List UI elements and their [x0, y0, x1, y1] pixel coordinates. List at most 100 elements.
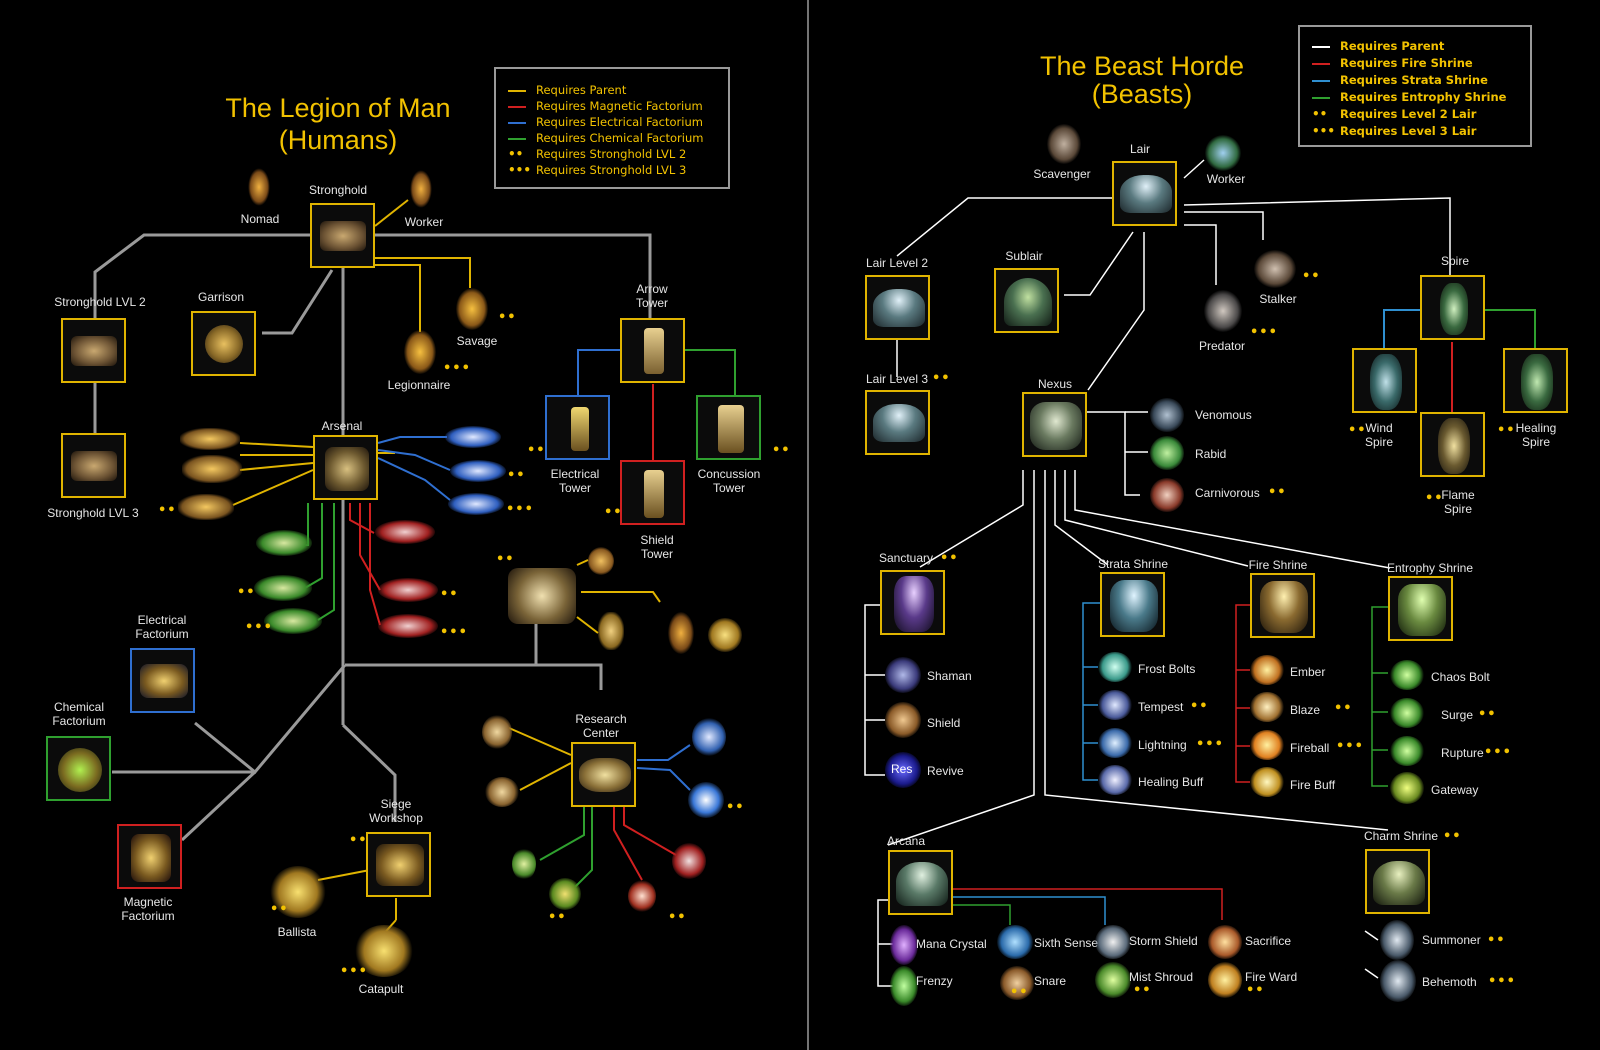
- strata-shrine-node[interactable]: [1100, 572, 1165, 637]
- torch-research-icon[interactable]: [692, 718, 726, 756]
- lair3-icon: [873, 404, 925, 442]
- frost-bolts-icon[interactable]: [1098, 652, 1132, 682]
- lightning-icon[interactable]: [1098, 728, 1132, 758]
- predator-icon[interactable]: [1204, 290, 1242, 332]
- magnet-device-icon[interactable]: [672, 843, 706, 879]
- armory-building-icon[interactable]: [508, 568, 576, 624]
- scroll-upgrade-icon[interactable]: [482, 715, 512, 749]
- rupture-icon[interactable]: [1390, 736, 1424, 766]
- blaze-icon[interactable]: [1250, 692, 1284, 722]
- arsenal-node[interactable]: [313, 435, 378, 500]
- entrophy-shrine-node[interactable]: [1388, 576, 1453, 641]
- behemoth-icon[interactable]: [1380, 960, 1416, 1002]
- red-potion-icon[interactable]: [628, 880, 656, 912]
- magnetic-weapon-1-icon[interactable]: [375, 520, 435, 544]
- stalker-icon[interactable]: [1254, 250, 1296, 288]
- book-upgrade-icon[interactable]: [485, 777, 519, 807]
- arcana-icon: [896, 862, 948, 906]
- revive-icon[interactable]: [885, 752, 921, 788]
- garrison-node[interactable]: [191, 311, 256, 376]
- arcana-node[interactable]: [888, 850, 953, 915]
- ember-icon[interactable]: [1250, 655, 1284, 685]
- lair3-node[interactable]: [865, 390, 930, 455]
- sacrifice-label: Sacrifice: [1245, 934, 1292, 948]
- surge-icon[interactable]: [1390, 698, 1424, 728]
- concussion-tower-icon: [718, 405, 744, 453]
- concussion-tower-node[interactable]: [696, 395, 761, 460]
- summoner-icon[interactable]: [1380, 920, 1414, 960]
- tempest-icon[interactable]: [1098, 690, 1132, 720]
- frenzy-icon[interactable]: [890, 966, 918, 1006]
- hero-unit-icon[interactable]: [668, 612, 694, 654]
- legend-row-parent: Requires Parent: [1312, 39, 1444, 55]
- fire-ward-icon[interactable]: [1208, 962, 1242, 998]
- electrical-factorium-node[interactable]: [130, 648, 195, 713]
- sacrifice-icon[interactable]: [1208, 925, 1242, 959]
- sixth-sense-icon[interactable]: [997, 925, 1033, 959]
- worker-icon[interactable]: [410, 170, 432, 208]
- catapult-icon[interactable]: [354, 925, 414, 977]
- electric-weapon-3-icon[interactable]: [448, 493, 504, 515]
- arrow-tower-node[interactable]: [620, 318, 685, 383]
- charm-shrine-node[interactable]: [1365, 849, 1430, 914]
- magnetic-weapon-3-icon[interactable]: [378, 614, 438, 638]
- healing-spire-node[interactable]: [1503, 348, 1568, 413]
- stronghold3-node[interactable]: [61, 433, 126, 498]
- lightning-orb-icon[interactable]: [688, 782, 724, 818]
- electric-weapon-2-icon[interactable]: [450, 460, 506, 482]
- fire-buff-icon[interactable]: [1250, 767, 1284, 797]
- siege-workshop-node[interactable]: [366, 832, 431, 897]
- flame-spire-node[interactable]: [1420, 412, 1485, 477]
- fireball-icon[interactable]: [1250, 730, 1284, 760]
- storm-shield-icon[interactable]: [1095, 925, 1131, 959]
- magnetic-weapon-2-icon[interactable]: [378, 578, 438, 602]
- venomous-icon[interactable]: [1150, 398, 1184, 432]
- mana-crystal-icon[interactable]: [890, 925, 918, 965]
- beast-worker-icon[interactable]: [1205, 135, 1241, 171]
- electric-weapon-1-icon[interactable]: [445, 426, 501, 448]
- potion-icon[interactable]: [588, 547, 614, 575]
- poison-flask-icon[interactable]: [549, 878, 581, 910]
- nexus-node[interactable]: [1022, 392, 1087, 457]
- gateway-icon[interactable]: [1390, 772, 1424, 804]
- scavenger-icon[interactable]: [1047, 124, 1081, 164]
- magnetic-factorium-node[interactable]: [117, 824, 182, 889]
- savage-icon[interactable]: [456, 288, 488, 330]
- stronghold2-node[interactable]: [61, 318, 126, 383]
- rabid-icon[interactable]: [1150, 436, 1184, 470]
- armor-upgrade-icon[interactable]: [598, 612, 624, 650]
- legionnaire-icon[interactable]: [404, 330, 436, 374]
- chemical-weapon-1-icon[interactable]: [256, 530, 312, 556]
- chemical-weapon-3-icon[interactable]: [264, 608, 322, 634]
- sublair-node[interactable]: [994, 268, 1059, 333]
- lair-node[interactable]: [1112, 161, 1177, 226]
- chaos-bolt-icon[interactable]: [1390, 660, 1424, 690]
- stronghold-node[interactable]: [310, 203, 375, 268]
- spire-node[interactable]: [1420, 275, 1485, 340]
- lair2-node[interactable]: [865, 275, 930, 340]
- green-vial-icon[interactable]: [512, 848, 536, 880]
- shield-tower-node[interactable]: [620, 460, 685, 525]
- sword-upgrade-icon[interactable]: [180, 428, 240, 450]
- nomad-icon[interactable]: [248, 168, 270, 206]
- shaman-icon[interactable]: [885, 657, 921, 693]
- bow-upgrade-icon[interactable]: [178, 494, 234, 520]
- carnivorous-icon[interactable]: [1150, 478, 1184, 512]
- wind-spire-node[interactable]: [1352, 348, 1417, 413]
- stronghold2-label: Stronghold LVL 2: [54, 295, 146, 309]
- fire-shrine-node[interactable]: [1250, 573, 1315, 638]
- snare-dots: ••: [1010, 985, 1029, 1000]
- mist-shroud-icon[interactable]: [1095, 962, 1131, 998]
- ballista-icon[interactable]: [270, 866, 326, 918]
- snare-icon[interactable]: [1000, 966, 1034, 1000]
- chemical-factorium-node[interactable]: [46, 736, 111, 801]
- rabid-label: Rabid: [1195, 447, 1227, 461]
- healing-buff-icon[interactable]: [1098, 765, 1132, 795]
- beast-shield-icon[interactable]: [885, 702, 921, 738]
- hand-upgrade-icon[interactable]: [708, 618, 742, 652]
- research-center-node[interactable]: [571, 742, 636, 807]
- sanctuary-node[interactable]: [880, 570, 945, 635]
- electrical-tower-node[interactable]: [545, 395, 610, 460]
- chemical-weapon-2-icon[interactable]: [254, 575, 312, 601]
- spear-upgrade-icon[interactable]: [182, 455, 242, 483]
